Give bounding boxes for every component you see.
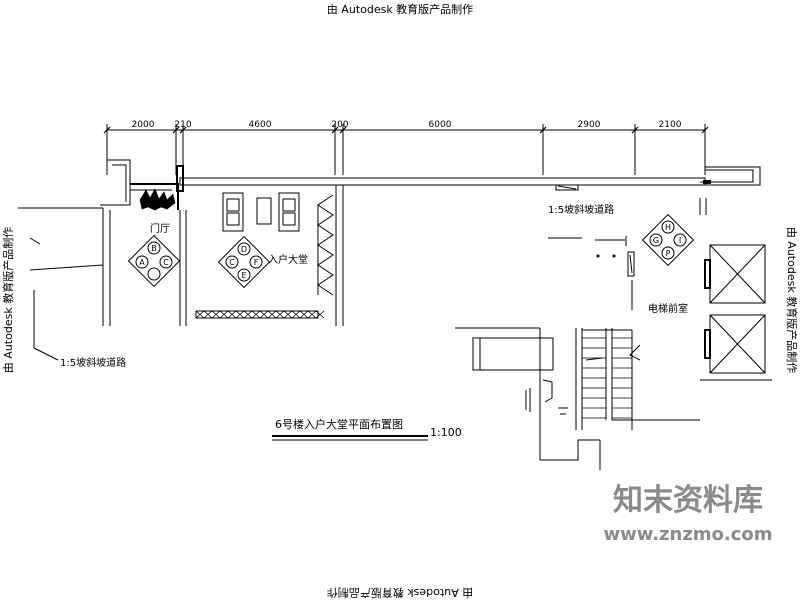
watermark-left: 由 Autodesk 教育版产品制作 bbox=[1, 227, 15, 373]
dimension-label-7: 2100 bbox=[659, 120, 682, 130]
site-logo-url: www.znzmo.com bbox=[603, 524, 772, 545]
elevator-table-icon bbox=[641, 213, 695, 267]
room-label-elevator-hall: 电梯前室 bbox=[648, 302, 688, 315]
lobby-circle-d: D bbox=[241, 245, 247, 254]
drawing-scale: 1:100 bbox=[430, 426, 462, 439]
lobby-circle-f: F bbox=[254, 258, 259, 267]
planter bbox=[139, 188, 176, 211]
watermark-top: 由 Autodesk 教育版产品制作 bbox=[327, 2, 473, 16]
lobby-circle-e: E bbox=[241, 271, 246, 280]
ramp-label-left: 1:5坡斜坡道路 bbox=[60, 356, 126, 369]
lobby-circle-c: C bbox=[229, 258, 235, 267]
elevator-circle-g: G bbox=[653, 236, 659, 245]
dimension-label-2: 210 bbox=[174, 120, 191, 130]
lobby-furniture bbox=[222, 192, 300, 232]
staircase bbox=[455, 327, 700, 470]
ramp-label-right: 1:5坡斜坡道路 bbox=[548, 203, 614, 216]
site-logo-name: 知末资料库 bbox=[613, 483, 763, 518]
lobby-south-wall bbox=[195, 310, 325, 319]
watermark-bottom: 由 Autodesk 教育版产品制作 bbox=[327, 586, 473, 600]
gate-circle-c: C bbox=[163, 258, 169, 267]
lobby-table-icon bbox=[217, 235, 271, 289]
gate-table-icon bbox=[127, 234, 181, 288]
elevator-circle-h: H bbox=[665, 223, 671, 232]
elevator-circle-i: I bbox=[679, 236, 681, 245]
watermark-right: 由 Autodesk 教育版产品制作 bbox=[785, 227, 799, 373]
elevator-shafts bbox=[700, 244, 772, 381]
room-label-lobby: 入户大堂 bbox=[268, 253, 308, 266]
gate-circle-a: A bbox=[139, 258, 145, 267]
corridor-marks bbox=[548, 198, 707, 310]
dimension-label-3: 4600 bbox=[249, 120, 272, 130]
elevator-circle-p: P bbox=[666, 249, 671, 258]
dimension-label-5: 6000 bbox=[429, 120, 452, 130]
drawing-title: 6号楼入户大堂平面布置图 bbox=[275, 417, 403, 431]
dimension-label-1: 2000 bbox=[132, 120, 155, 130]
gate-circle-b: B bbox=[151, 244, 157, 253]
north-wall bbox=[179, 166, 761, 191]
dimension-line bbox=[103, 124, 709, 175]
dimension-label-6: 2900 bbox=[578, 120, 601, 130]
lobby-east-wall bbox=[317, 185, 344, 326]
left-structure bbox=[18, 159, 187, 361]
dimension-label-4: 200 bbox=[331, 120, 348, 130]
room-label-gate: 门厅 bbox=[150, 222, 170, 235]
